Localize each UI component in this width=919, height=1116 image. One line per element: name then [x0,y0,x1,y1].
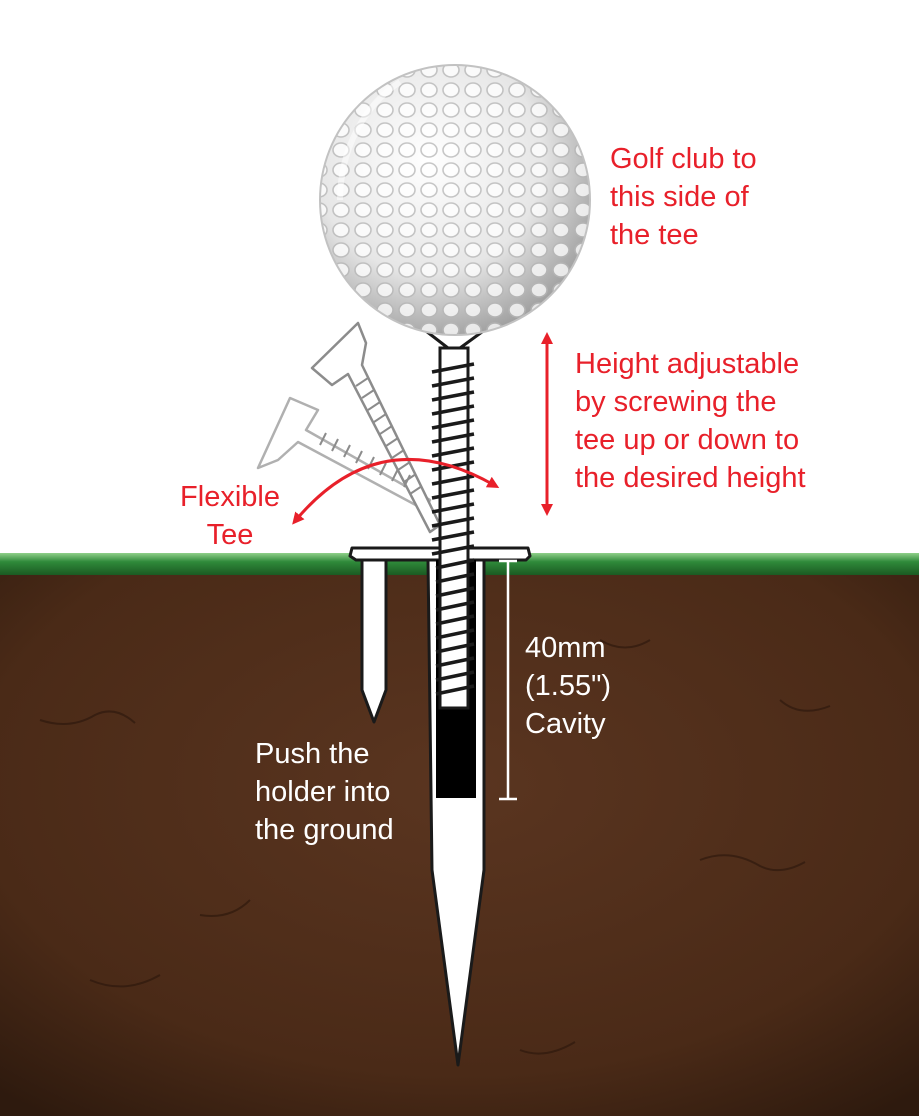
cavity-dimension [499,559,517,801]
golf-club-side-label: Golf club to this side of the tee [610,143,757,251]
soil-cracks [39,639,831,1055]
holder-side-spike [360,558,388,724]
flexible-tee-label: Flexible Tee [180,481,280,551]
ghost-tee-near [310,321,442,534]
golf-ball-icon [319,64,591,336]
tee-shaft [438,346,470,710]
cavity-label: 40mm (1.55") Cavity [525,632,612,740]
push-holder-label: Push the holder into the ground [255,738,394,846]
flex-arc-arrow [292,457,500,525]
height-adjustable-label: Height adjustable by screwing the tee up… [575,348,806,494]
